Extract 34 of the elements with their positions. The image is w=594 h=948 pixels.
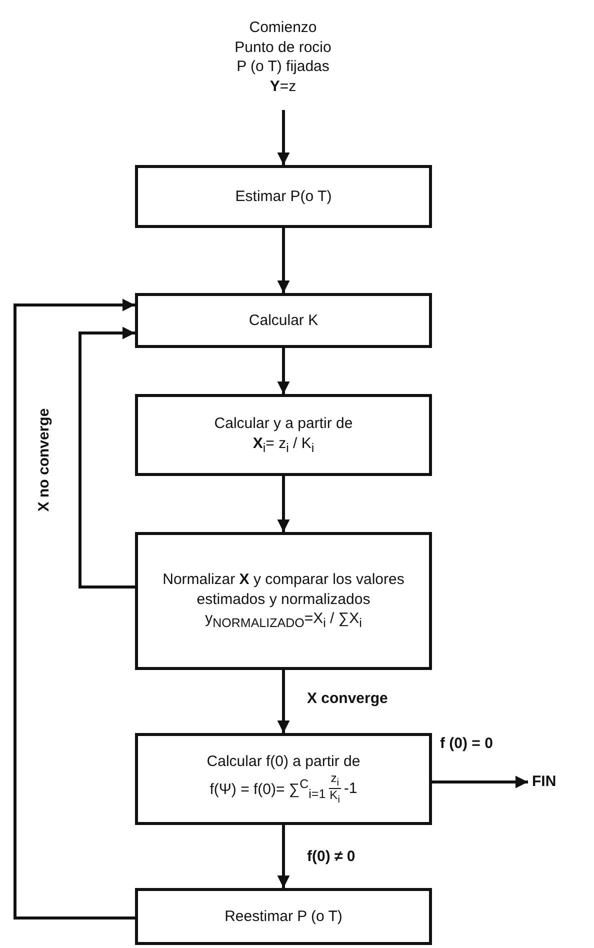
- arrow: [277, 825, 290, 888]
- arrow: [277, 476, 290, 532]
- box-text: Calcular K: [248, 310, 318, 330]
- box-text: y$_{NORMALIZADO}$=X$_{i}$ / ∑X$_{i}$: [205, 609, 362, 632]
- process-box: [135, 532, 432, 670]
- process-box: [135, 165, 432, 228]
- arrow: [277, 228, 290, 293]
- box-text: Calcular f(0) a partir de: [206, 752, 360, 772]
- arrow: [78, 326, 135, 588]
- process-box: [135, 394, 432, 476]
- process-box: [135, 733, 432, 825]
- arrow: [277, 348, 290, 394]
- box-text: Reestimar P (o T): [224, 906, 342, 926]
- arrow: [277, 110, 290, 165]
- edge-label: X no converge: [36, 406, 52, 514]
- process-box: [135, 293, 432, 348]
- edge-label: f (0) = 0: [438, 735, 495, 752]
- start-text-line: Y=z: [270, 76, 296, 96]
- box-text: Estimar P(o T): [235, 186, 332, 206]
- fraction-numerator: z$_{i}$: [328, 772, 341, 790]
- arrow: [14, 298, 135, 920]
- start-text-line: Comienzo: [249, 18, 317, 38]
- arrow: [432, 776, 528, 788]
- arrow: [277, 670, 290, 733]
- edge-label: f(0) ≠ 0: [305, 848, 358, 865]
- end-label: FIN: [532, 772, 556, 792]
- edge-label: X converge: [305, 690, 390, 707]
- start-text-line: Punto de rocio: [234, 38, 332, 57]
- box-text: Calcular y a partir de: [214, 414, 353, 434]
- start-text-line: P (o T) fijadas: [236, 57, 330, 76]
- fraction-denominator: K$_{i}$: [330, 789, 340, 806]
- formula-text: -1: [344, 779, 358, 798]
- process-box: [135, 888, 432, 945]
- box-text: X$_{i}$= z$_{i}$ / K$_{i}$: [252, 434, 314, 456]
